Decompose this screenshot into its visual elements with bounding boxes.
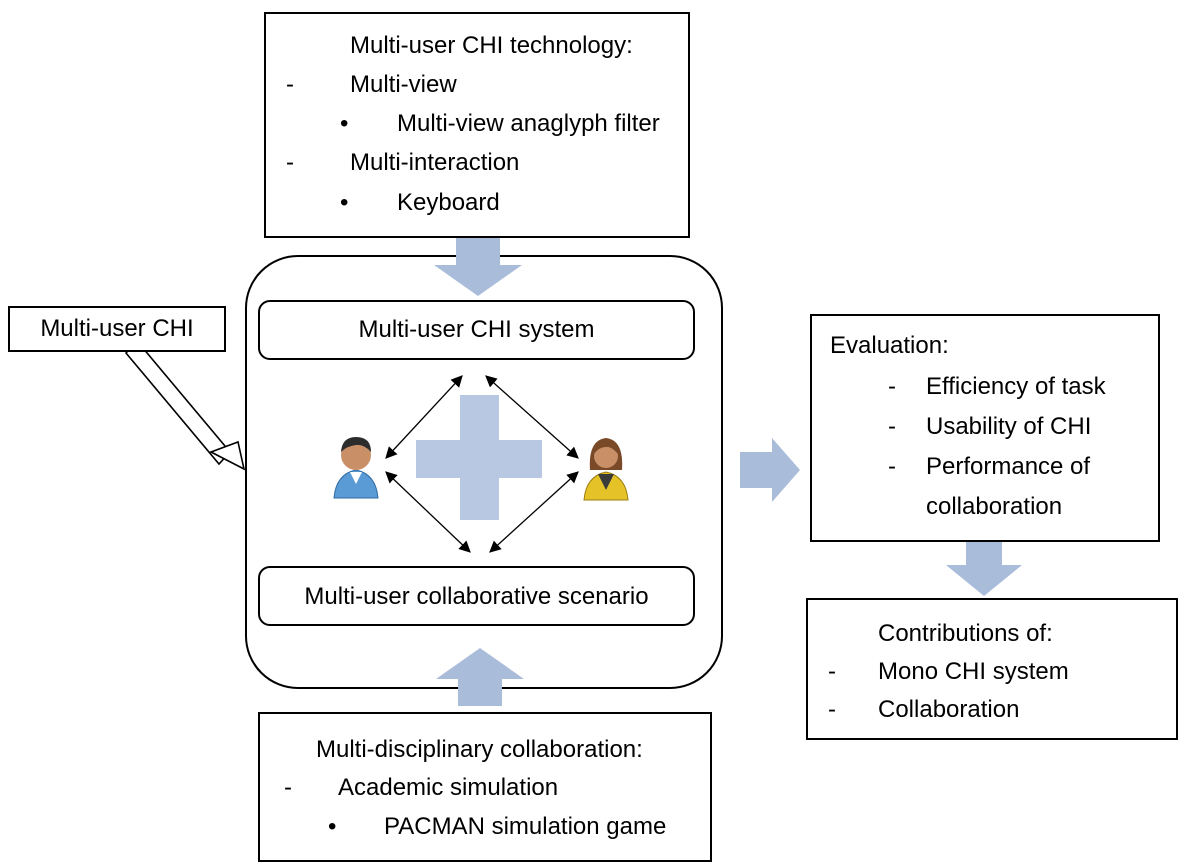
technology-item-2: Multi-view anaglyph filter <box>397 110 660 137</box>
technology-bullet-3: - <box>286 149 294 176</box>
collaboration-bullet-1: - <box>284 774 292 801</box>
technology-box: Multi-user CHI technology: - Multi-view … <box>264 12 690 238</box>
evaluation-title: Evaluation: <box>830 332 949 359</box>
multi-user-chi-label: Multi-user CHI <box>40 315 194 342</box>
collaboration-title: Multi-disciplinary collaboration: <box>316 736 643 763</box>
technology-item-3: Multi-interaction <box>350 149 520 176</box>
contributions-title: Contributions of: <box>878 620 1053 647</box>
evaluation-item-3: Performance of <box>926 453 1091 480</box>
evaluation-box: Evaluation: - Efficiency of task - Usabi… <box>810 314 1160 542</box>
collaboration-item-1: Academic simulation <box>338 774 559 801</box>
interaction-arrows <box>385 375 579 553</box>
evaluation-item-4: collaboration <box>926 493 1063 520</box>
evaluation-bullet-2: - <box>888 413 896 440</box>
contributions-item-2: Collaboration <box>878 696 1020 723</box>
technology-bullet-2: • <box>340 110 349 137</box>
user-female-icon <box>583 438 629 501</box>
contributions-bullet-2: - <box>828 696 836 723</box>
arrow-down-to-contributions <box>946 542 1022 596</box>
evaluation-bullet-3: - <box>888 453 896 480</box>
evaluation-item-1: Efficiency of task <box>926 373 1106 400</box>
technology-item-4: Keyboard <box>397 189 500 216</box>
arrow-right-to-evaluation <box>740 438 800 502</box>
contributions-box: Contributions of: - Mono CHI system - Co… <box>806 598 1178 740</box>
technology-bullet-1: - <box>286 71 294 98</box>
technology-title: Multi-user CHI technology: <box>350 32 633 59</box>
contributions-item-1: Mono CHI system <box>878 658 1069 685</box>
system-box: Multi-user CHI system <box>258 300 695 360</box>
evaluation-item-2: Usability of CHI <box>926 413 1092 440</box>
plus-icon <box>416 395 542 520</box>
collaboration-item-2: PACMAN simulation game <box>384 813 667 840</box>
system-label: Multi-user CHI system <box>358 316 595 343</box>
contributions-bullet-1: - <box>828 658 836 685</box>
arrow-down-from-technology <box>434 238 522 296</box>
scenario-box: Multi-user collaborative scenario <box>258 566 695 626</box>
arrow-up-from-collaboration <box>436 648 524 706</box>
scenario-label: Multi-user collaborative scenario <box>304 583 649 610</box>
collaboration-box: Multi-disciplinary collaboration: - Acad… <box>258 712 712 862</box>
hollow-arrow <box>124 339 246 471</box>
technology-item-1: Multi-view <box>350 71 457 98</box>
collaboration-bullet-2: • <box>328 813 337 840</box>
multi-user-chi-label-box: Multi-user CHI <box>8 306 226 352</box>
user-male-icon <box>333 437 379 499</box>
technology-bullet-4: • <box>340 189 349 216</box>
evaluation-bullet-1: - <box>888 373 896 400</box>
